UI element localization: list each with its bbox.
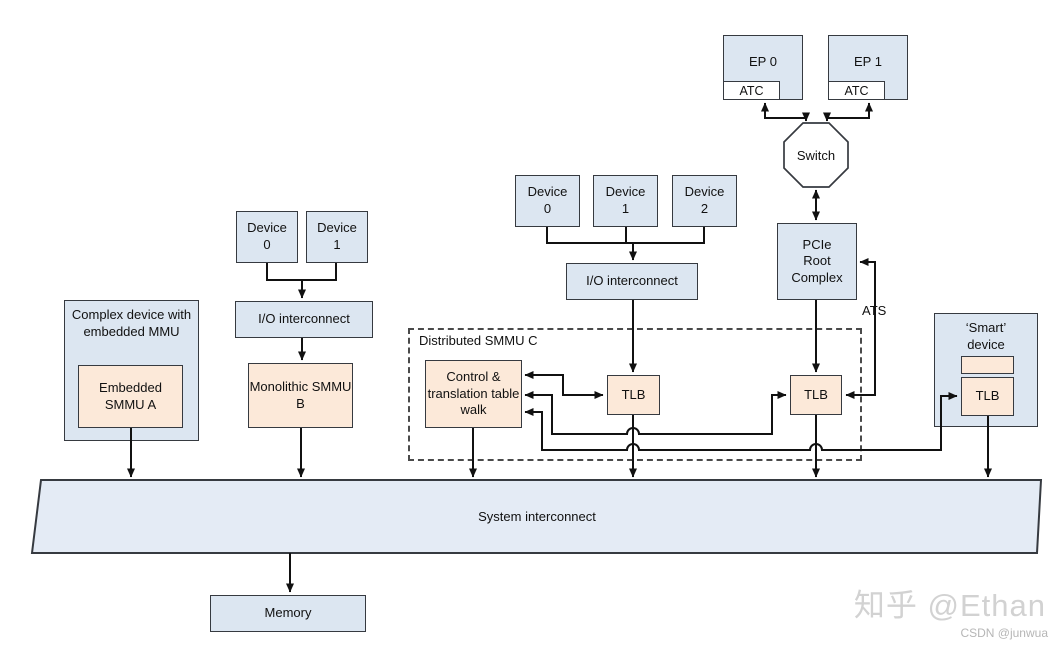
device-mid-2-box: Device 2 — [672, 175, 737, 227]
atc0-box: ATC — [723, 81, 780, 100]
smart-tlb-box: TLB — [961, 377, 1014, 416]
tlb-1-box: TLB — [607, 375, 660, 415]
atc0-label: ATC — [739, 83, 764, 98]
ep0-label: EP 0 — [749, 54, 777, 69]
smart-device-label: ‘Smart’ device — [965, 320, 1007, 352]
line-device-left-1 — [302, 263, 337, 281]
monolithic-smmu-b-label: Monolithic SMMU B — [249, 378, 352, 411]
tlb-1-label: TLB — [621, 386, 646, 402]
device-mid-1-box: Device 1 — [593, 175, 658, 227]
device-left-1-label: Device 1 — [317, 220, 357, 252]
distributed-smmu-c-label: Distributed SMMU C — [419, 333, 538, 348]
switch-label: Switch — [796, 147, 836, 163]
atc1-box: ATC — [828, 81, 885, 100]
watermark-csdn: CSDN @junwua — [960, 626, 1048, 640]
atc1-label: ATC — [844, 83, 869, 98]
io-interconnect-left-label: I/O interconnect — [258, 311, 350, 327]
control-table-walk-label: Control & translation table walk — [427, 369, 520, 418]
device-mid-0-label: Device 0 — [527, 184, 568, 216]
smart-tlb-label: TLB — [975, 388, 1000, 404]
embedded-smmu-a-label: Embedded SMMU A — [99, 379, 162, 412]
device-left-0-label: Device 0 — [247, 220, 287, 252]
line-device-mid-2 — [633, 227, 705, 244]
arrow-atc0-switch — [761, 102, 810, 122]
system-interconnect-label: System interconnect — [478, 509, 596, 524]
device-mid-2-label: Device 2 — [684, 184, 725, 216]
io-interconnect-mid-label: I/O interconnect — [586, 273, 678, 289]
arrow-atc1-switch — [823, 102, 873, 122]
pcie-root-complex-label: PCIe Root Complex — [791, 236, 843, 285]
pcie-root-complex-box: PCIe Root Complex — [777, 223, 857, 300]
smart-device-sub-box — [961, 356, 1014, 374]
line-device-mid-0 — [546, 227, 633, 244]
line-device-left-0 — [266, 263, 302, 281]
device-mid-1-label: Device 1 — [605, 184, 646, 216]
device-left-0-box: Device 0 — [236, 211, 298, 263]
ats-label: ATS — [862, 303, 887, 318]
memory-label: Memory — [264, 605, 312, 621]
memory-box: Memory — [210, 595, 366, 632]
io-interconnect-mid-box: I/O interconnect — [566, 263, 698, 300]
ep1-label: EP 1 — [854, 54, 882, 69]
device-mid-0-box: Device 0 — [515, 175, 580, 227]
tlb-2-label: TLB — [804, 386, 828, 402]
io-interconnect-left-box: I/O interconnect — [235, 301, 373, 338]
control-table-walk-box: Control & translation table walk — [425, 360, 522, 428]
watermark-zhihu: 知乎 @Ethan — [853, 588, 1046, 623]
complex-device-label: Complex device with embedded MMU — [71, 307, 192, 339]
embedded-smmu-a-box: Embedded SMMU A — [78, 365, 183, 428]
monolithic-smmu-b-box: Monolithic SMMU B — [248, 363, 353, 428]
tlb-2-box: TLB — [790, 375, 842, 415]
device-left-1-box: Device 1 — [306, 211, 368, 263]
